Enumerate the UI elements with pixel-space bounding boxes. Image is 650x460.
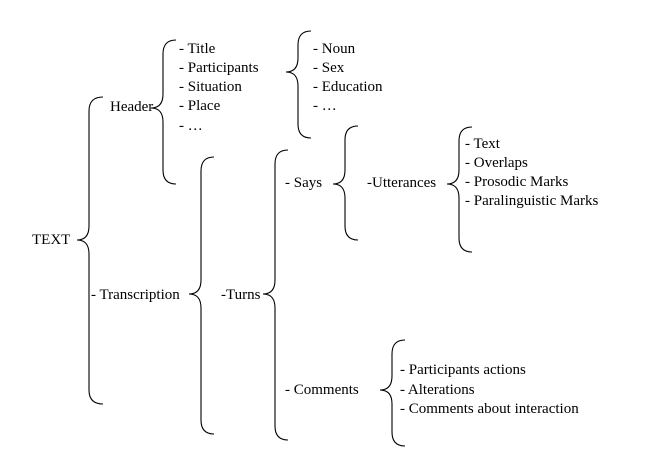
comment-item-comments-about-interaction: - Comments about interaction	[400, 401, 579, 417]
header-item-situation: - Situation	[179, 79, 242, 95]
brace-comments	[379, 339, 406, 447]
utterance-item-overlaps: - Overlaps	[465, 155, 528, 171]
participant-detail-education: - Education	[313, 79, 383, 95]
comment-item-participants-actions: - Participants actions	[400, 362, 526, 378]
header-item-participants: - Participants	[179, 60, 259, 76]
utterance-item-paralinguistic-marks: - Paralinguistic Marks	[465, 193, 599, 209]
brace-participants	[285, 30, 312, 139]
header-item-place: - Place	[179, 98, 221, 114]
participant-detail-noun: - Noun	[313, 41, 356, 57]
brace-turns	[262, 149, 289, 441]
comment-item-alterations: - Alterations	[400, 382, 475, 398]
node-transcription: - Transcription	[91, 287, 180, 303]
node-utterances: -Utterances	[367, 175, 437, 191]
brace-utterances	[446, 126, 473, 253]
node-text: TEXT	[32, 232, 71, 248]
node-header: Header	[110, 99, 154, 115]
brace-text	[76, 96, 104, 405]
brace-transcription	[188, 156, 215, 435]
header-item-title: - Title	[179, 41, 216, 57]
brace-header	[150, 39, 177, 185]
header-item-ellipsis: - …	[179, 118, 203, 134]
utterance-item-prosodic-marks: - Prosodic Marks	[465, 174, 569, 190]
brace-says	[332, 125, 359, 241]
utterance-item-text: - Text	[465, 136, 500, 152]
participant-detail-sex: - Sex	[313, 60, 345, 76]
node-says: - Says	[285, 175, 323, 191]
node-turns: -Turns	[221, 287, 261, 303]
node-comments: - Comments	[285, 382, 359, 398]
participant-detail-ellipsis: - …	[313, 98, 337, 114]
